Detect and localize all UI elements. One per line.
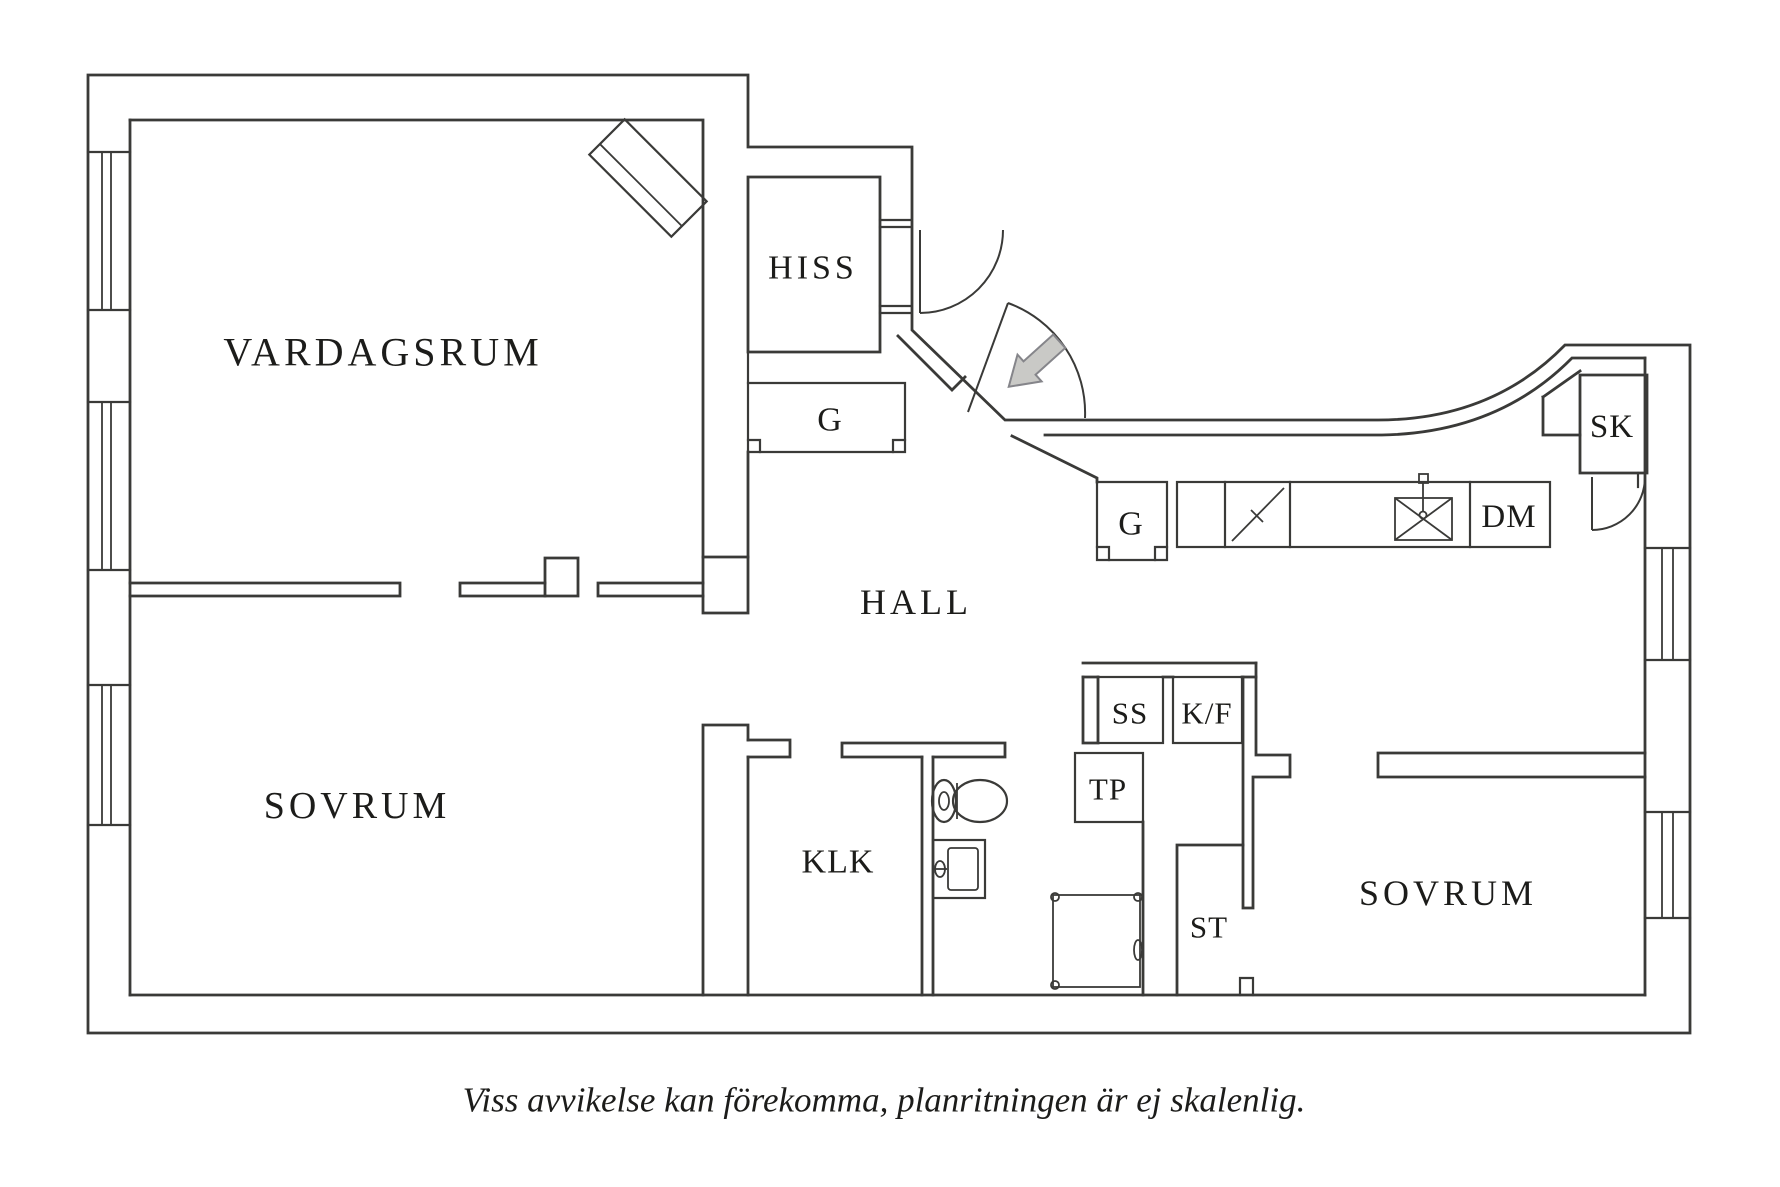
label-vardagsrum: VARDAGSRUM — [223, 330, 542, 375]
kf-appliance — [1171, 675, 1244, 745]
ss-closet — [1096, 675, 1165, 745]
tp-closet — [1073, 751, 1145, 824]
kitchen-counter — [1175, 480, 1552, 549]
entry-closet — [746, 381, 907, 559]
kitchen-sink-icon — [1394, 473, 1453, 541]
exterior-walls — [86, 73, 1692, 1035]
window-right-1 — [1643, 546, 1692, 662]
fireplace-icon — [587, 117, 709, 239]
st-closet — [1175, 843, 1255, 997]
sk-closet — [1541, 369, 1649, 531]
window-left-3 — [86, 683, 132, 827]
entry-doorway — [896, 302, 1099, 484]
shower-icon — [1050, 892, 1143, 990]
sovrum-right-walls — [1376, 751, 1647, 779]
label-hall: HALL — [860, 582, 972, 622]
toilet-icon — [930, 778, 1009, 824]
window-left-2 — [86, 400, 132, 572]
caption-disclaimer: Viss avvikelse kan förekomma, planritnin… — [463, 1081, 1306, 1120]
label-g-kitchen: G — [1118, 506, 1144, 543]
stove-icon — [1231, 487, 1285, 542]
elevator-door-arc-icon — [919, 229, 1004, 314]
washbasin-icon — [931, 838, 987, 900]
klk-walls — [701, 723, 792, 997]
label-dm: DM — [1481, 499, 1536, 535]
labels: VARDAGSRUM HISS G HALL G DM SK SOVRUM KL… — [223, 250, 1634, 945]
label-klk: KLK — [802, 844, 875, 881]
label-sk: SK — [1590, 409, 1634, 445]
label-kf: K/F — [1181, 696, 1232, 731]
interior-wall-vardagsrum-sovrum — [128, 555, 750, 615]
entry-arrow-icon — [1007, 333, 1067, 388]
label-hiss: HISS — [768, 250, 858, 287]
label-sovrum-left: SOVRUM — [264, 785, 451, 827]
window-left-1 — [86, 150, 132, 312]
label-ss: SS — [1112, 696, 1148, 731]
elevator-shaft — [746, 175, 912, 385]
window-right-2 — [1643, 810, 1692, 920]
label-sovrum-right: SOVRUM — [1359, 873, 1537, 913]
label-g-entry: G — [817, 402, 843, 439]
label-tp: TP — [1089, 772, 1127, 807]
kitchen-g-closet — [1095, 480, 1169, 562]
label-st: ST — [1190, 910, 1228, 945]
